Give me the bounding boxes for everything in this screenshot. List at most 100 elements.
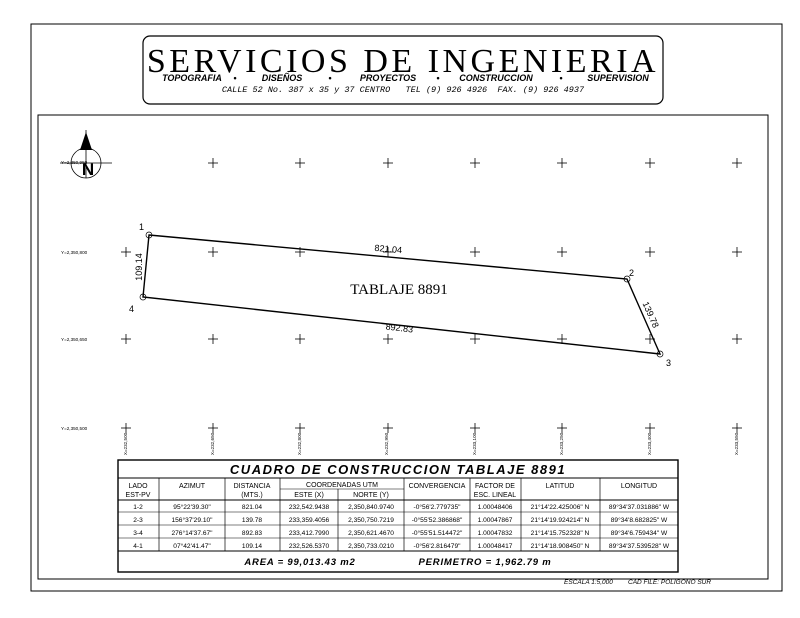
vertex-label: 2 — [629, 268, 634, 278]
service-supervision: SUPERVISION — [587, 73, 649, 83]
parcel-name: TABLAJE 8891 — [350, 282, 448, 298]
grid-cross — [470, 158, 480, 168]
table-cell: 232,542.9438 — [289, 504, 330, 511]
table-cell: 89°34'8.682825" W — [611, 516, 668, 524]
grid-crosses — [121, 158, 742, 433]
vertex-label: 4 — [129, 304, 134, 314]
grid-cross — [295, 423, 305, 433]
service-disenos: DISEÑOS — [262, 73, 303, 83]
grid-cross — [121, 247, 131, 257]
perimeter-total: PERIMETRO = 1,962.79 m — [419, 557, 552, 568]
vertex-markers — [139, 231, 664, 358]
vertex-labels: 1 2 3 4 — [129, 222, 671, 368]
grid-x-label: X=232,650 — [210, 432, 215, 455]
bullet-icon: • — [328, 73, 331, 83]
grid-y-labels: Y=2,350,950 Y=2,350,800 Y=2,350,650 Y=2,… — [61, 160, 88, 431]
service-proyectos: PROYECTOS — [360, 73, 416, 83]
table-cell: 21°14'15.752328" N — [531, 529, 590, 537]
header-distancia: DISTANCIA — [234, 483, 271, 490]
grid-x-label: X=232,950 — [384, 432, 389, 455]
side-length-label: 139.78 — [641, 300, 661, 329]
grid-cross — [383, 247, 393, 257]
vertex-marker — [139, 293, 147, 301]
header-coords: COORDENADAS UTM — [306, 482, 378, 489]
header-factor: FACTOR DE — [475, 483, 515, 490]
grid-x-label: X=233,400 — [647, 432, 652, 455]
service-topografia: TOPOGRAFIA — [162, 73, 222, 83]
grid-cross — [121, 423, 131, 433]
table-cell: 95°22'39.30" — [173, 503, 211, 511]
north-arrow-icon: N — [60, 130, 112, 179]
table-cell: -0°56'2.816479" — [414, 542, 462, 550]
header-latitud: LATITUD — [546, 483, 575, 490]
grid-cross — [208, 158, 218, 168]
grid-cross — [383, 423, 393, 433]
table-cell: 156°37'29.10" — [171, 516, 213, 524]
header-mts: (MTS.) — [241, 492, 262, 499]
table-cell: 1.00048406 — [478, 504, 513, 511]
grid-cross — [208, 334, 218, 344]
grid-x-label: X=233,550 — [734, 432, 739, 455]
bullet-icon: • — [559, 73, 562, 83]
header-longitud: LONGITUD — [621, 483, 657, 490]
side-length-label: 892.83 — [385, 321, 414, 334]
grid-cross — [383, 158, 393, 168]
grid-y-label: Y=2,350,950 — [61, 160, 88, 165]
grid-cross — [732, 158, 742, 168]
side-length-label: 109.14 — [134, 253, 144, 281]
table-cell: -0°55'51.514472" — [412, 529, 463, 537]
grid-x-label: X=233,250 — [559, 432, 564, 455]
grid-cross — [121, 334, 131, 344]
grid-cross — [645, 423, 655, 433]
table-cell: 07°42'41.47" — [173, 542, 211, 550]
table-cell: 1.00048417 — [478, 543, 513, 550]
header-azimut: AZIMUT — [179, 483, 206, 490]
table-cell: 4-1 — [133, 543, 143, 550]
company-address: CALLE 52 No. 387 x 35 y 37 CENTRO TEL (9… — [222, 85, 585, 95]
table-cell: 2-3 — [133, 517, 143, 524]
table-cell: 139.78 — [242, 517, 263, 524]
area-total: AREA = 99,013.43 m2 — [243, 557, 355, 568]
outer-border — [30, 23, 783, 592]
table-cell: 233,359.4056 — [289, 517, 330, 524]
grid-cross — [732, 247, 742, 257]
vertex-label: 3 — [666, 358, 671, 368]
grid-cross — [557, 334, 567, 344]
header-norte: NORTE (Y) — [353, 492, 389, 499]
table-cell: 233,412.7990 — [289, 530, 330, 537]
table-cell: 89°34'37.539528" W — [609, 542, 670, 550]
north-label: N — [82, 160, 94, 179]
header-est-pv: EST-PV — [126, 492, 151, 499]
side-length-label: 821.04 — [374, 243, 402, 256]
bullet-icon: • — [233, 73, 236, 83]
scale-label: ESCALA 1:5,000 — [564, 579, 613, 586]
grid-cross — [557, 158, 567, 168]
grid-y-label: Y=2,350,800 — [61, 250, 88, 255]
vertex-marker — [623, 275, 631, 283]
grid-cross — [470, 423, 480, 433]
bullet-icon: • — [436, 73, 439, 83]
table-cell: 89°34'37.031886" W — [609, 503, 670, 511]
grid-cross — [208, 247, 218, 257]
table-cell: 2,350,840.9740 — [348, 504, 394, 511]
grid-cross — [645, 158, 655, 168]
grid-cross — [645, 247, 655, 257]
grid-x-label: X=232,500 — [123, 432, 128, 455]
table-cell: -0°56'2.779735" — [414, 503, 462, 511]
table-cell: 2,350,733.0210 — [348, 543, 394, 550]
vertex-label: 1 — [139, 222, 144, 232]
drawing-frame — [37, 114, 769, 580]
services-line: TOPOGRAFIA • DISEÑOS • PROYECTOS • CONST… — [162, 73, 649, 83]
vertex-marker — [656, 350, 664, 358]
table-cell: 21°14'18.908450" N — [531, 542, 590, 550]
title-block — [142, 35, 664, 105]
header-este: ESTE (X) — [294, 492, 324, 499]
grid-cross — [557, 247, 567, 257]
grid-cross — [470, 247, 480, 257]
